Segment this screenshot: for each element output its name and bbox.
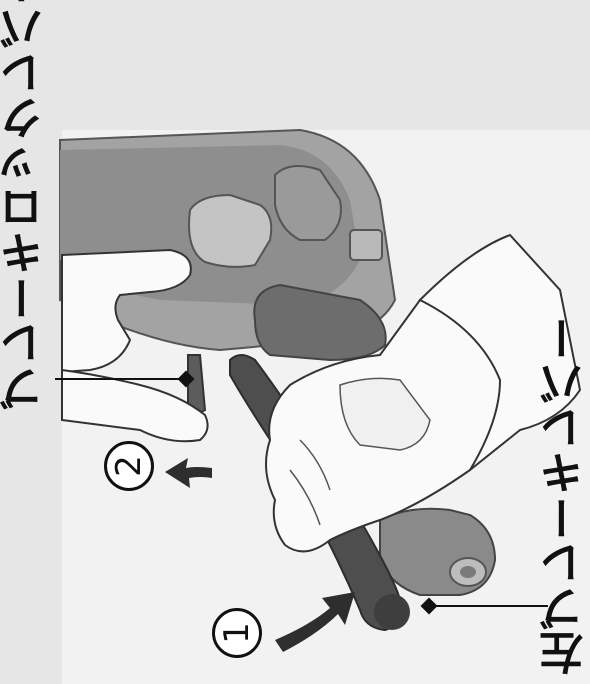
step-1-number: 1 [217,622,257,644]
left-brake-lever-label: 左ブレーキレバー [544,325,588,675]
brake-lock-lever-label: ブレーキロックレバー [4,20,48,410]
left-brake-lever-tip [374,594,410,630]
step-1-badge: 1 [212,608,262,658]
step-2-badge: 2 [104,441,154,491]
step-2-number: 2 [109,455,149,477]
